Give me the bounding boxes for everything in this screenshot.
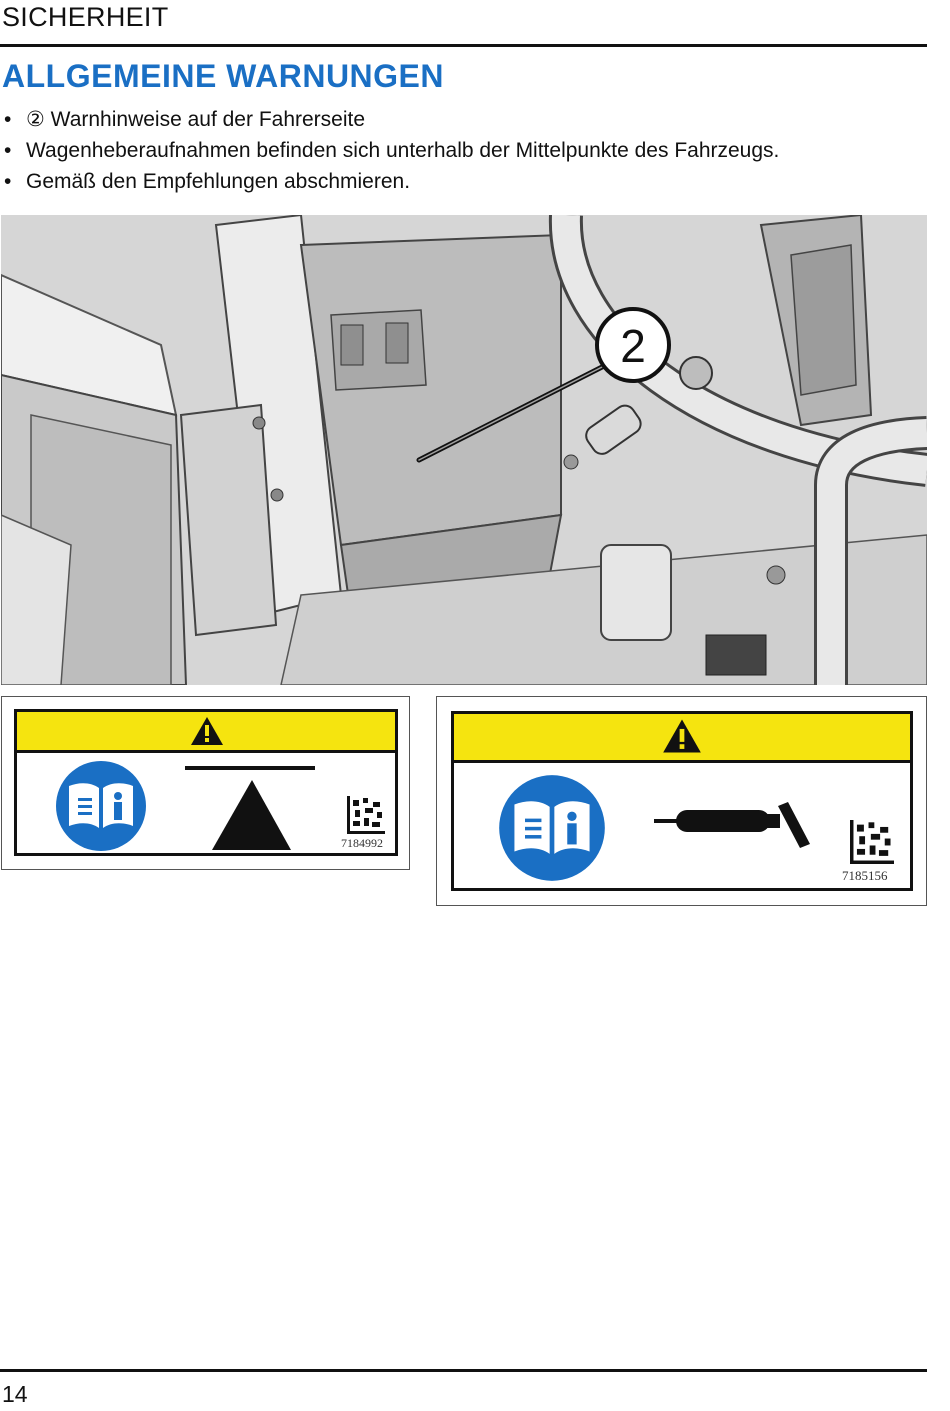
warning-triangle-icon	[663, 719, 701, 753]
callout-number: 2	[620, 320, 646, 372]
page-number: 14	[2, 1381, 28, 1407]
warning-triangle-icon	[191, 717, 223, 745]
read-manual-icon	[499, 775, 605, 881]
datamatrix-code-icon	[347, 796, 385, 834]
footer-divider	[0, 1369, 927, 1372]
vehicle-illustration: 2	[1, 215, 927, 685]
jack-point-triangle-icon	[185, 766, 315, 850]
read-manual-icon	[56, 761, 146, 851]
grease-gun-icon	[654, 802, 810, 848]
bullet-item: Wagenheberaufnahmen befinden sich unterh…	[0, 137, 779, 168]
bullet-item: Gemäß den Empfehlungen abschmieren.	[0, 168, 779, 199]
header-divider	[0, 44, 927, 47]
warning-decal-grease: 7185156	[436, 696, 927, 906]
page-title: ALLGEMEINE WARNUNGEN	[2, 58, 444, 94]
callout-marker: 2	[595, 307, 671, 383]
warning-decal-jack-point: 7184992	[1, 696, 410, 870]
section-header: SICHERHEIT	[2, 2, 169, 32]
bullet-list: ② Warnhinweise auf der Fahrerseite Wagen…	[0, 106, 779, 199]
decal-part-number: 7184992	[341, 836, 383, 850]
decal-part-number: 7185156	[842, 868, 888, 883]
datamatrix-code-icon	[850, 820, 894, 864]
bullet-item: ② Warnhinweise auf der Fahrerseite	[0, 106, 779, 137]
